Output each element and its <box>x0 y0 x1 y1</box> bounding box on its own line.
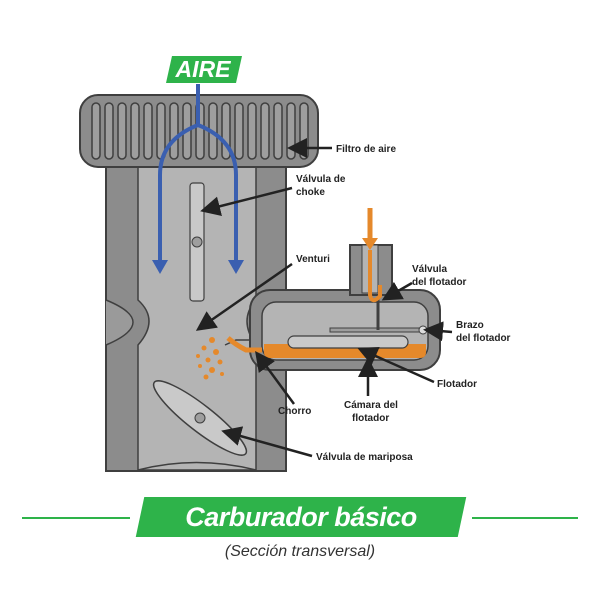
title-rule-right <box>472 517 578 519</box>
label-air-filter: Filtro de aire <box>336 144 396 155</box>
label-throttle-valve: Válvula de mariposa <box>316 452 413 463</box>
title-rule-left <box>22 517 130 519</box>
component-labels: Filtro de aire Válvula de choke Venturi … <box>278 144 511 463</box>
label-float-arm-line1: Brazo <box>456 320 484 331</box>
label-choke-line1: Válvula de <box>296 174 346 185</box>
svg-text:AIRE: AIRE <box>175 56 232 82</box>
choke-valve <box>189 182 205 302</box>
air-flow-arrows <box>152 84 244 274</box>
diagram-subtitle: (Sección transversal) <box>224 543 376 560</box>
label-venturi: Venturi <box>296 254 330 265</box>
label-float-chamber-line1: Cámara del <box>344 400 398 411</box>
label-float-arm-line2: del flotador <box>456 333 511 344</box>
label-jet: Chorro <box>278 406 311 417</box>
label-float-valve-line1: Válvula <box>412 264 447 275</box>
label-float-chamber-line2: flotador <box>352 413 389 424</box>
label-float-valve-line2: del flotador <box>412 277 467 288</box>
diagram-title: Carburador básico <box>185 502 417 532</box>
leader-lines <box>195 138 453 458</box>
fuel-flow <box>196 208 382 380</box>
float-chamber <box>224 244 441 371</box>
label-choke-line2: choke <box>296 187 325 198</box>
aire-tag: AIRE <box>166 56 242 83</box>
label-float: Flotador <box>437 379 477 390</box>
